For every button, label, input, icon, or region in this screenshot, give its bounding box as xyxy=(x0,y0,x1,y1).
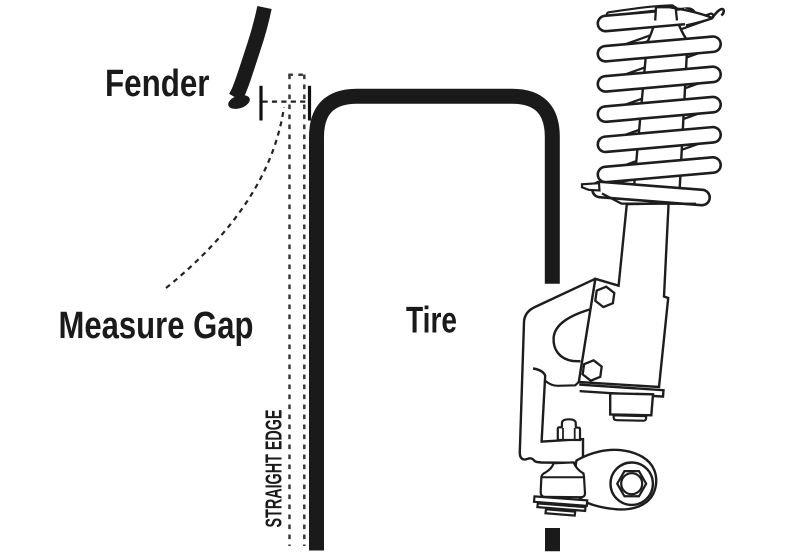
svg-text:STRAIGHT EDGE: STRAIGHT EDGE xyxy=(261,410,287,528)
svg-text:Measure Gap: Measure Gap xyxy=(59,305,254,347)
svg-text:Tire: Tire xyxy=(406,300,457,341)
svg-text:Fender: Fender xyxy=(105,63,210,105)
